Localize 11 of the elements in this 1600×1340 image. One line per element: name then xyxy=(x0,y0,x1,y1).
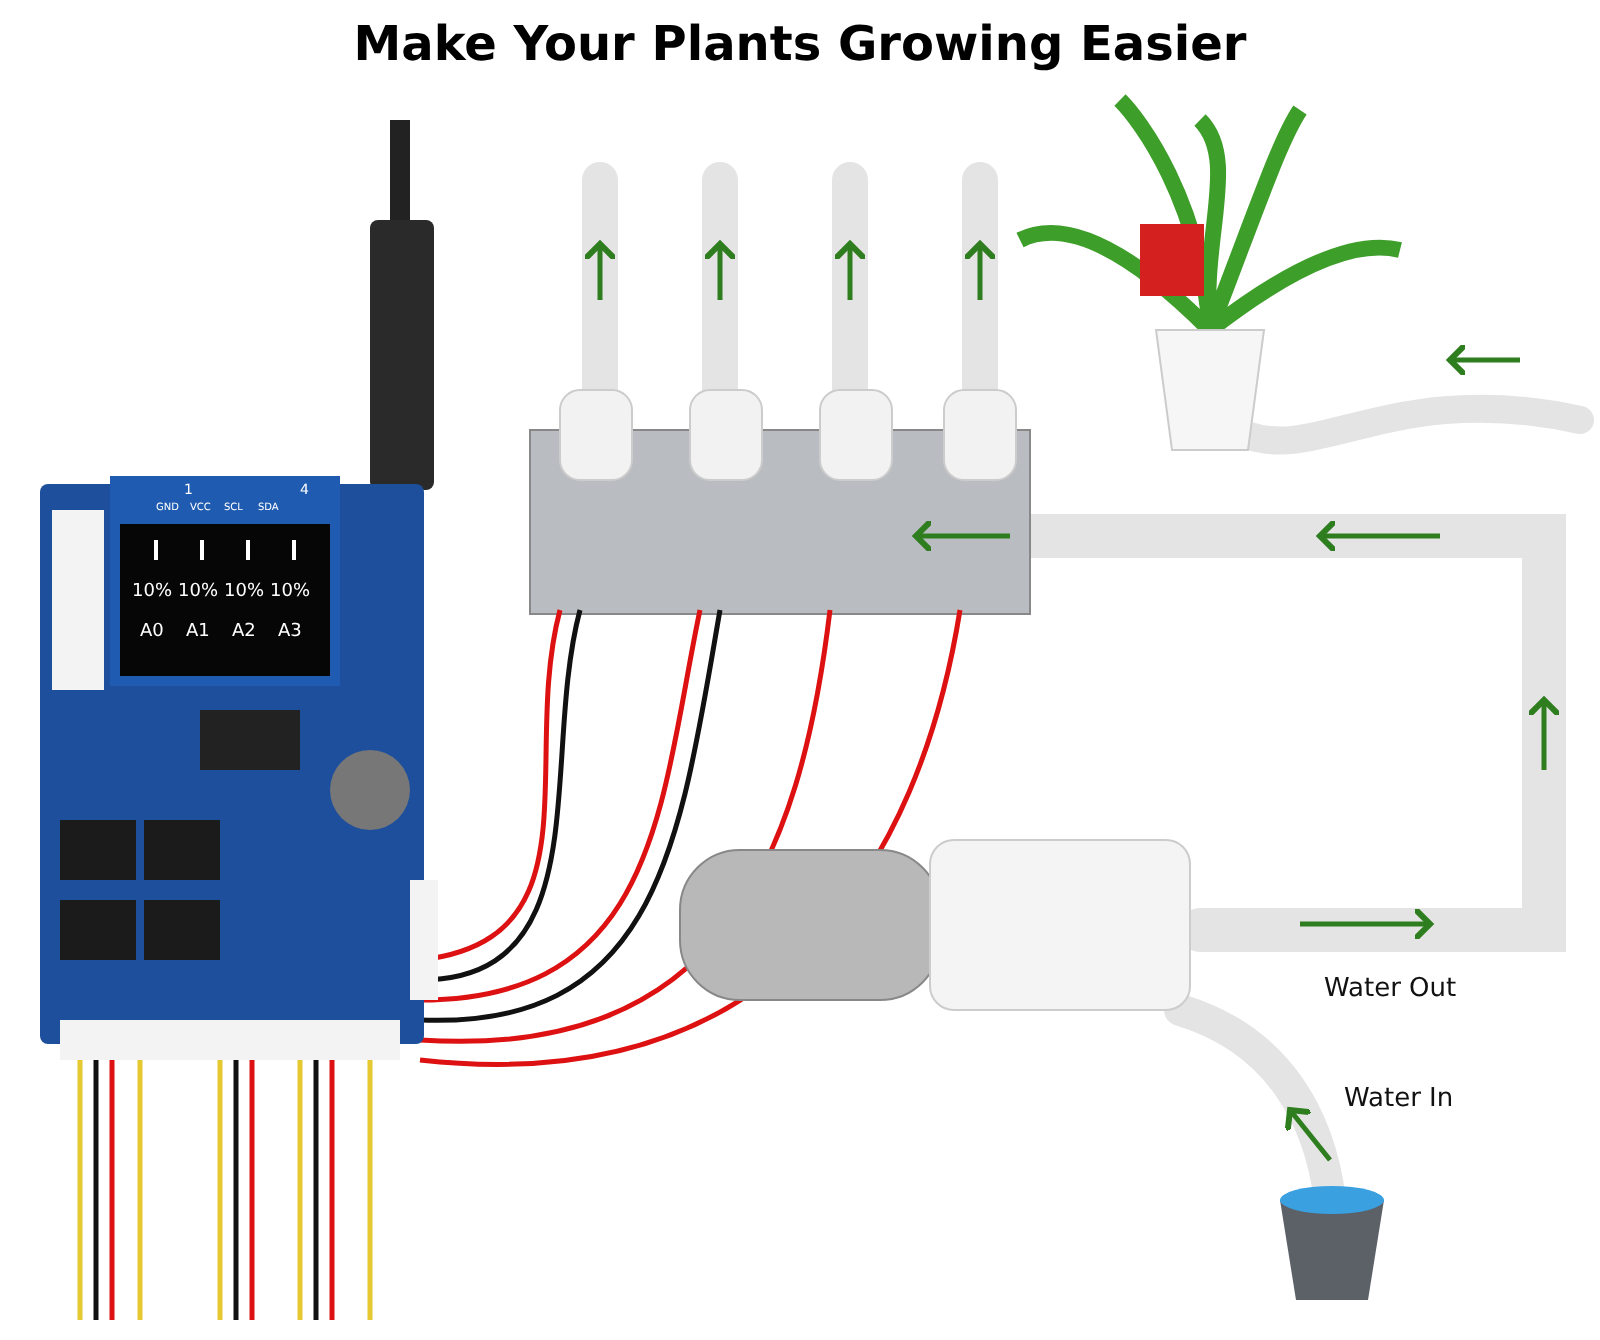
flow-label: Water Out xyxy=(1324,976,1457,1002)
flow-label: Water In xyxy=(1344,1086,1454,1112)
channel-label: A0 xyxy=(140,624,164,642)
channel-label: A2 xyxy=(232,624,256,642)
moisture-reading: 10% xyxy=(132,584,173,602)
moisture-reading: 10% xyxy=(178,584,219,602)
moisture-reading: 10% xyxy=(270,584,311,602)
moisture-reading: 10% xyxy=(224,584,265,602)
title: Make Your Plants Growing Easier xyxy=(351,20,1249,68)
channel-label: A1 xyxy=(186,624,210,642)
channel-label: A3 xyxy=(278,624,302,642)
